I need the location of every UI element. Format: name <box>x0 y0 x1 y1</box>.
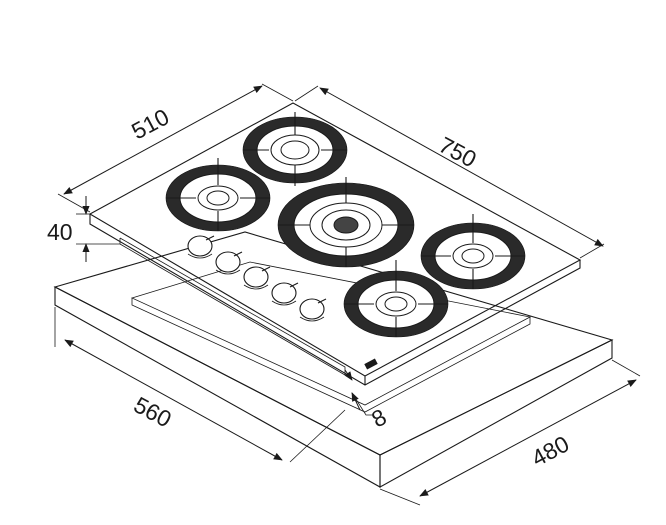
burner-wok-center <box>277 177 415 268</box>
burner-front <box>343 260 449 338</box>
dimension-560: 560 <box>54 307 346 463</box>
knob-3 <box>243 266 271 290</box>
dim-cutout-width-label: 480 <box>527 430 573 471</box>
burner-right <box>420 214 526 290</box>
dimension-40: 40 <box>47 196 120 262</box>
knob-1 <box>187 235 215 259</box>
dim-glass-label: 8 <box>367 403 391 432</box>
control-knobs <box>187 235 327 322</box>
dim-height-label: 40 <box>47 219 73 245</box>
knob-2 <box>215 251 243 275</box>
dim-width-label: 750 <box>435 131 481 172</box>
burner-top-left <box>242 112 348 186</box>
knob-4 <box>271 282 299 306</box>
dimension-8: 8 <box>344 369 391 432</box>
knob-5 <box>299 298 327 322</box>
dimension-480: 480 <box>379 359 641 506</box>
